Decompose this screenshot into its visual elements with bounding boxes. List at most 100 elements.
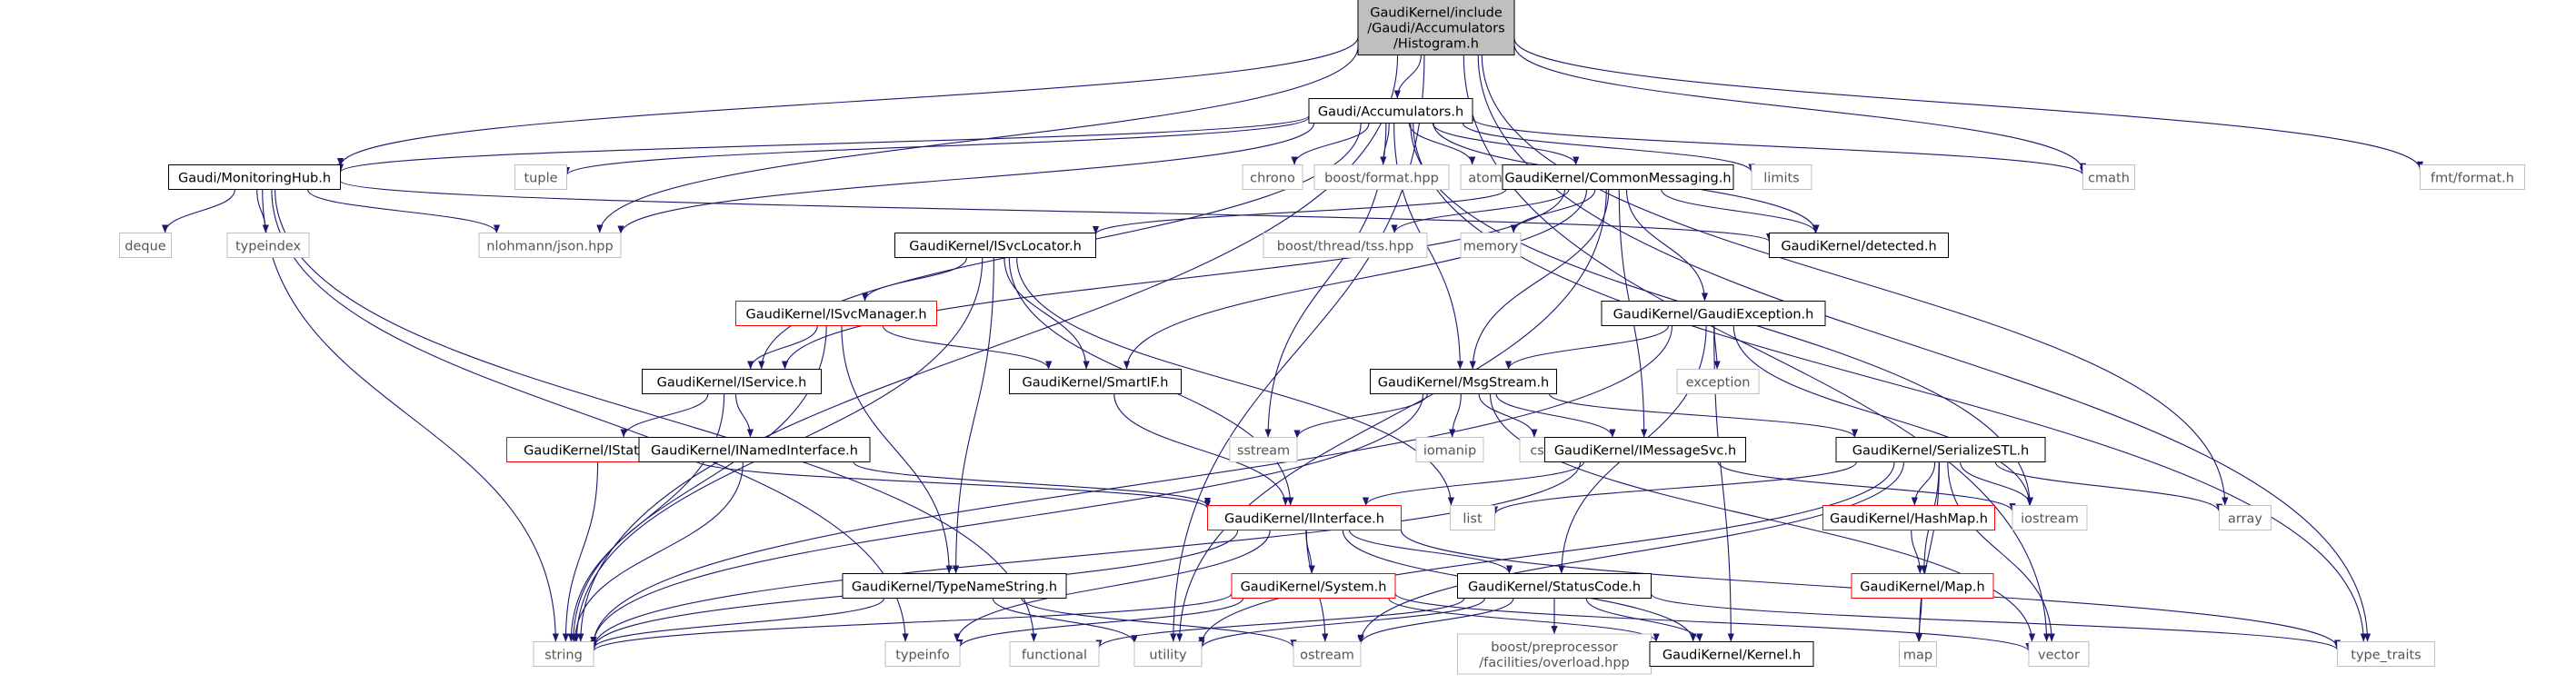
node-box: [1769, 233, 1949, 258]
edge-iservice-to-istateful: [620, 393, 709, 438]
node-box: [1751, 164, 1812, 190]
node-box: [1450, 505, 1495, 530]
node-label: string: [544, 649, 583, 663]
node-box: [1370, 369, 1557, 394]
node-gaudi-monitoringhub-h[interactable]: Gaudi/MonitoringHub.h: [168, 164, 341, 190]
node-gaudikernel-imessagesvc-h[interactable]: GaudiKernel/IMessageSvc.h: [1544, 437, 1746, 462]
node-label: /Histogram.h: [1393, 37, 1479, 52]
node-gaudikernel-iinterface-h[interactable]: GaudiKernel/IInterface.h: [1207, 505, 1402, 530]
edge-isvcloc-to-typename: [953, 257, 994, 574]
edge-statuscode-to-kernel: [1585, 598, 1703, 642]
edge-isvcloc-to-smartif: [1003, 257, 1090, 370]
edge-cmsg-to-memory: [1510, 189, 1596, 233]
edge-mhub-to-functional: [275, 189, 1037, 642]
node-box: [842, 573, 1067, 599]
node-gaudikernel-iservice-h[interactable]: GaudiKernel/IService.h: [642, 369, 822, 394]
node-gaudikernel-isvcmanager-h[interactable]: GaudiKernel/ISvcManager.h: [735, 301, 937, 326]
node-label: /Gaudi/Accumulators: [1367, 22, 1504, 36]
edge-root-to-vector: [1463, 55, 2051, 642]
edge-iinterface-to-typeinfo: [954, 530, 1271, 642]
node-gaudikernel-system-h[interactable]: GaudiKernel/System.h: [1231, 573, 1396, 599]
node-gaudikernel-msgstream-h[interactable]: GaudiKernel/MsgStream.h: [1370, 369, 1557, 394]
node-gaudikernel-kernel-h[interactable]: GaudiKernel/Kernel.h: [1649, 641, 1814, 667]
node-gaudi-accumulators-h[interactable]: Gaudi/Accumulators.h: [1308, 98, 1473, 124]
edge-cmsg-to-utility: [1176, 189, 1607, 642]
edge-mhub-to-deque: [162, 189, 235, 233]
node-box: [226, 233, 310, 258]
edge-iinterface-to-statuscode: [1348, 530, 1513, 574]
node-label: iomanip: [1423, 444, 1476, 459]
edge-acc-to-chrono: [1291, 123, 1370, 165]
node-label: GaudiKernel/IStateful.h: [524, 444, 676, 459]
node-label: GaudiKernel/CommonMessaging.h: [1504, 172, 1731, 186]
node-label: GaudiKernel/INamedInterface.h: [651, 444, 858, 459]
node-label: GaudiKernel/System.h: [1241, 580, 1387, 595]
node-label: exception: [1686, 376, 1751, 391]
node-gaudikernel-include-gaudi-accumulators-histogram-h[interactable]: GaudiKernel/include/Gaudi/Accumulators/H…: [1357, 0, 1515, 55]
edge-hashmap-to-map_h: [1911, 530, 1923, 574]
edge-serstl-to-iostream: [1960, 461, 2033, 506]
node-gaudikernel-detected-h[interactable]: GaudiKernel/detected.h: [1769, 233, 1949, 258]
edge-serstl-to-map: [1915, 461, 1941, 642]
node-box: [1649, 641, 1814, 667]
node-gaudikernel-commonmessaging-h[interactable]: GaudiKernel/CommonMessaging.h: [1502, 164, 1734, 190]
node-cmath: cmath: [2082, 164, 2135, 190]
edge-msgstream-to-cstdio: [1478, 393, 1538, 438]
node-label: iostream: [2021, 512, 2079, 527]
node-label: array: [2228, 512, 2262, 527]
node-label: GaudiKernel/IInterface.h: [1224, 512, 1384, 527]
node-box: [1899, 641, 1937, 667]
node-box: [1207, 505, 1402, 530]
edge-serstl-to-ostream: [1357, 461, 1905, 643]
node-functional: functional: [1009, 641, 1100, 667]
node-box: [1851, 573, 1994, 599]
node-sstream: sstream: [1229, 437, 1298, 462]
edge-system-to-typeinfo: [956, 598, 1244, 649]
node-boost-thread-tss-hpp: boost/thread/tss.hpp: [1263, 233, 1428, 258]
node-memory: memory: [1460, 233, 1522, 258]
edge-mhub-to-string: [262, 189, 559, 642]
node-label: GaudiKernel/include: [1370, 6, 1503, 21]
node-exception: exception: [1676, 369, 1760, 394]
edge-imsgsvc-to-iinterface: [1362, 461, 1585, 506]
edge-typename-to-string: [590, 598, 885, 649]
edge-cmsg-to-iservice: [781, 189, 1566, 370]
node-gaudikernel-inamedinterface-h[interactable]: GaudiKernel/INamedInterface.h: [638, 437, 871, 462]
edge-serstl-to-vector: [1947, 461, 2055, 642]
edge-cmsg-to-tss: [1391, 189, 1570, 233]
node-box: [2219, 505, 2271, 530]
node-ostream: ostream: [1293, 641, 1362, 667]
node-gaudikernel-serializestl-h[interactable]: GaudiKernel/SerializeSTL.h: [1835, 437, 2046, 462]
node-box: [1308, 98, 1473, 124]
node-gaudikernel-map-h[interactable]: GaudiKernel/Map.h: [1851, 573, 1994, 599]
node-gaudikernel-typenamestring-h[interactable]: GaudiKernel/TypeNameString.h: [842, 573, 1067, 599]
node-box: [1313, 164, 1450, 190]
node-label: GaudiKernel/IService.h: [657, 376, 807, 391]
edge-acc-to-atomic: [1408, 123, 1476, 165]
edge-imsgsvc-to-iostream: [1717, 461, 2016, 512]
node-gaudikernel-gaudiexception-h[interactable]: GaudiKernel/GaudiException.h: [1601, 301, 1826, 326]
node-gaudikernel-smartif-h[interactable]: GaudiKernel/SmartIF.h: [1009, 369, 1182, 394]
node-gaudikernel-statuscode-h[interactable]: GaudiKernel/StatusCode.h: [1457, 573, 1652, 599]
node-label: Gaudi/MonitoringHub.h: [178, 172, 331, 186]
node-box: [1357, 0, 1515, 55]
edge-cmsg-to-gexc: [1625, 189, 1709, 302]
node-gaudikernel-hashmap-h[interactable]: GaudiKernel/HashMap.h: [1822, 505, 1995, 530]
edge-imsgsvc-to-string: [590, 461, 1582, 649]
edge-serstl-to-list: [1492, 461, 1857, 515]
edge-root-to-type_traits: [1477, 55, 2371, 642]
edge-serstl-to-array: [1994, 461, 2223, 512]
node-label: vector: [2038, 649, 2080, 663]
node-chrono: chrono: [1242, 164, 1303, 190]
node-box: [1009, 369, 1182, 394]
node-label: GaudiKernel/SmartIF.h: [1023, 376, 1169, 391]
node-label: boost/preprocessor: [1491, 640, 1617, 655]
node-label: limits: [1763, 172, 1799, 186]
edge-istateful-to-string: [562, 461, 599, 642]
node-label: typeinfo: [895, 649, 950, 663]
node-gaudikernel-isvclocator-h[interactable]: GaudiKernel/ISvcLocator.h: [894, 233, 1096, 258]
node-label: GaudiKernel/SerializeSTL.h: [1852, 444, 2030, 459]
node-label: utility: [1149, 649, 1187, 663]
edges-layer: [162, 36, 2423, 652]
node-box: [1835, 437, 2046, 462]
